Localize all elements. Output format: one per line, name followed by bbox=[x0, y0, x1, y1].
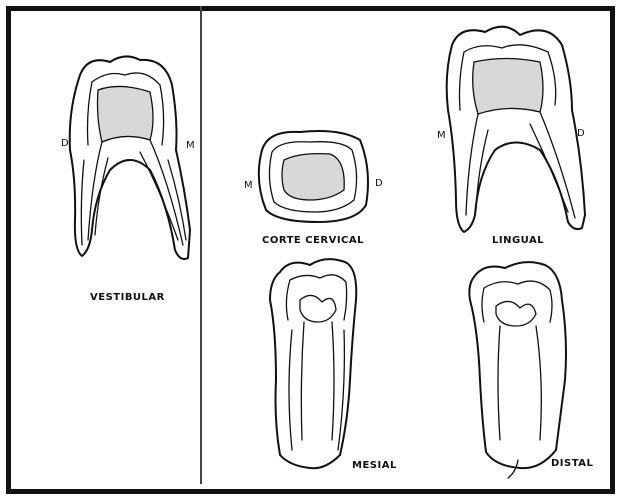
label-distal: DISTAL bbox=[551, 458, 593, 469]
tooth-cervical-section bbox=[259, 131, 368, 222]
tooth-vestibular-view bbox=[70, 56, 190, 259]
mark-cervical-left: M bbox=[244, 180, 253, 191]
mark-cervical-right: D bbox=[375, 178, 383, 189]
label-corte-cervical: CORTE CERVICAL bbox=[262, 235, 364, 246]
mark-vestibular-left: D bbox=[61, 138, 69, 149]
tooth-lingual-view bbox=[447, 27, 585, 232]
mark-lingual-left: M bbox=[437, 130, 446, 141]
label-lingual: LINGUAL bbox=[492, 235, 544, 246]
tooth-distal-view bbox=[469, 262, 566, 478]
mark-lingual-right: D bbox=[577, 128, 585, 139]
label-mesial: MESIAL bbox=[352, 460, 397, 471]
label-vestibular: VESTIBULAR bbox=[90, 292, 165, 303]
tooth-mesial-view bbox=[270, 259, 356, 468]
mark-vestibular-right: M bbox=[186, 140, 195, 151]
